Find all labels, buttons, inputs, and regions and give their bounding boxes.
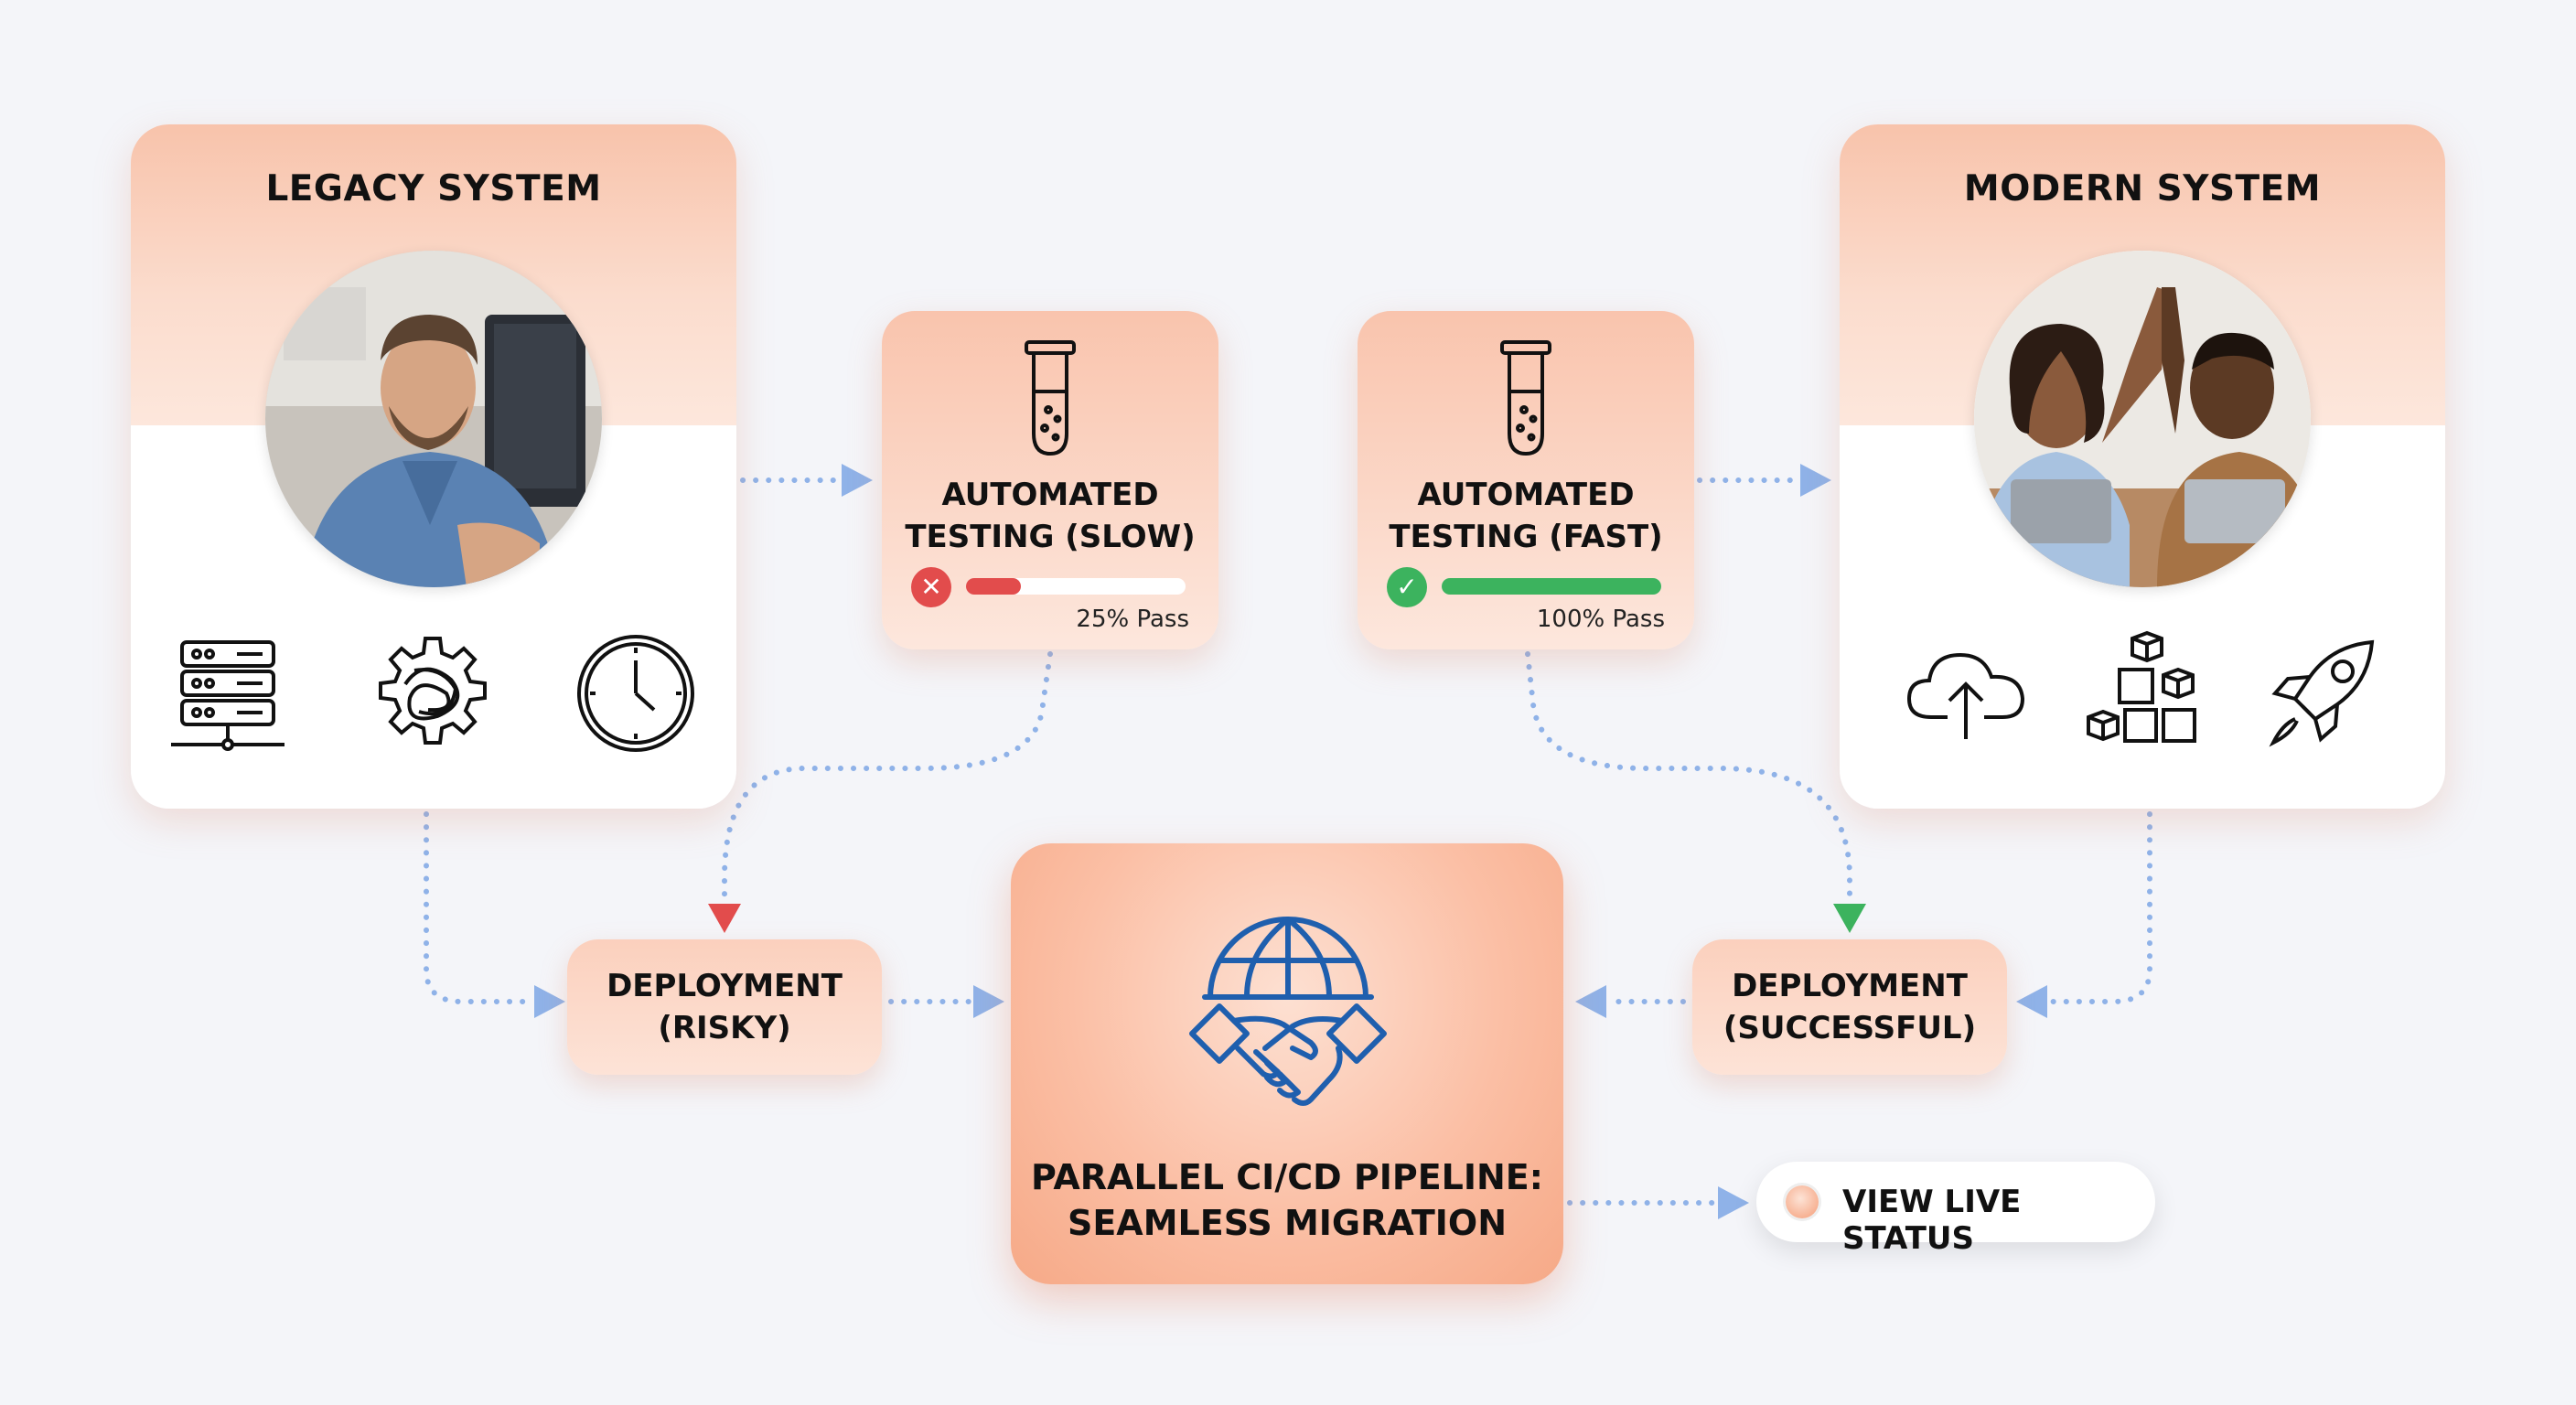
- deployment-risky-card: DEPLOYMENT (RISKY): [567, 939, 882, 1075]
- pass-progress-bar-slow: [966, 578, 1186, 595]
- view-live-status-button[interactable]: VIEW LIVE STATUS: [1756, 1162, 2155, 1257]
- arrow-head-green: [1833, 904, 1866, 933]
- deployment-successful-line1: DEPLOYMENT: [1732, 968, 1968, 1004]
- pipeline-title-line1: PARALLEL CI/CD PIPELINE:: [1031, 1157, 1543, 1197]
- testing-fast-title-line2: TESTING (FAST): [1389, 519, 1663, 555]
- automated-testing-fast-card: AUTOMATED TESTING (FAST) ✓ 100% Pass: [1358, 311, 1694, 649]
- testing-slow-title-line1: AUTOMATED: [941, 477, 1159, 513]
- pass-rate-label-slow: 25% Pass: [1076, 606, 1189, 633]
- parallel-pipeline-card: PARALLEL CI/CD PIPELINE: SEAMLESS MIGRAT…: [1011, 843, 1563, 1284]
- deployment-successful-card: DEPLOYMENT (SUCCESSFUL): [1692, 939, 2007, 1075]
- modern-team-photo: [1974, 251, 2311, 587]
- test-tube-icon: [1025, 340, 1076, 456]
- legacy-developer-photo: [265, 251, 602, 587]
- live-indicator-icon: [1786, 1185, 1819, 1218]
- pass-progress-fill-slow: [966, 578, 1021, 595]
- tangled-gear-icon: [369, 629, 497, 757]
- pass-rate-label-fast: 100% Pass: [1536, 606, 1665, 633]
- x-icon: ✕: [911, 567, 951, 607]
- testing-slow-title: AUTOMATED TESTING (SLOW): [882, 474, 1218, 558]
- arrow-head: [1718, 1186, 1749, 1219]
- check-icon: ✓: [1387, 567, 1427, 607]
- clock-icon: [572, 629, 700, 757]
- modern-system-card: MODERN SYSTEM: [1840, 124, 2445, 809]
- arrow-head-red: [708, 904, 741, 933]
- arrow-head: [973, 985, 1004, 1018]
- connector-modern-to-success-deploy: [2046, 811, 2152, 1004]
- connector-fast-test-to-success-deploy: [1525, 651, 1852, 906]
- modern-system-title: MODERN SYSTEM: [1963, 168, 2322, 209]
- pipeline-title: PARALLEL CI/CD PIPELINE: SEAMLESS MIGRAT…: [1011, 1154, 1563, 1246]
- view-live-status-label: VIEW LIVE STATUS: [1842, 1184, 2022, 1257]
- deployment-risky-line1: DEPLOYMENT: [606, 968, 843, 1004]
- test-tube-icon: [1500, 340, 1551, 456]
- arrow-head: [842, 464, 873, 497]
- legacy-system-card: LEGACY SYSTEM: [131, 124, 736, 809]
- pass-progress-bar-fast: [1442, 578, 1661, 595]
- arrow-head: [2016, 985, 2047, 1018]
- connector-legacy-to-risky-deploy: [424, 811, 533, 1004]
- pipeline-title-line2: SEAMLESS MIGRATION: [1067, 1203, 1507, 1243]
- testing-fast-title: AUTOMATED TESTING (FAST): [1358, 474, 1694, 558]
- testing-slow-title-line2: TESTING (SLOW): [905, 519, 1196, 555]
- blocks-icon: [2079, 629, 2207, 757]
- arrow-head: [534, 985, 565, 1018]
- testing-fast-title-line1: AUTOMATED: [1417, 477, 1635, 513]
- pass-progress-fill-fast: [1442, 578, 1661, 595]
- arrow-head: [1575, 985, 1606, 1018]
- arrow-head: [1800, 464, 1831, 497]
- cloud-upload-icon: [1902, 629, 2030, 757]
- legacy-system-title: LEGACY SYSTEM: [265, 168, 602, 209]
- server-icon: [164, 629, 292, 757]
- globe-handshake-icon: [1189, 917, 1387, 1106]
- automated-testing-slow-card: AUTOMATED TESTING (SLOW) ✕ 25% Pass: [882, 311, 1218, 649]
- connector-slow-test-to-risky-deploy: [722, 651, 1053, 906]
- deployment-risky-line2: (RISKY): [658, 1010, 791, 1046]
- rocket-icon: [2259, 629, 2387, 757]
- deployment-successful-line2: (SUCCESSFUL): [1723, 1010, 1977, 1046]
